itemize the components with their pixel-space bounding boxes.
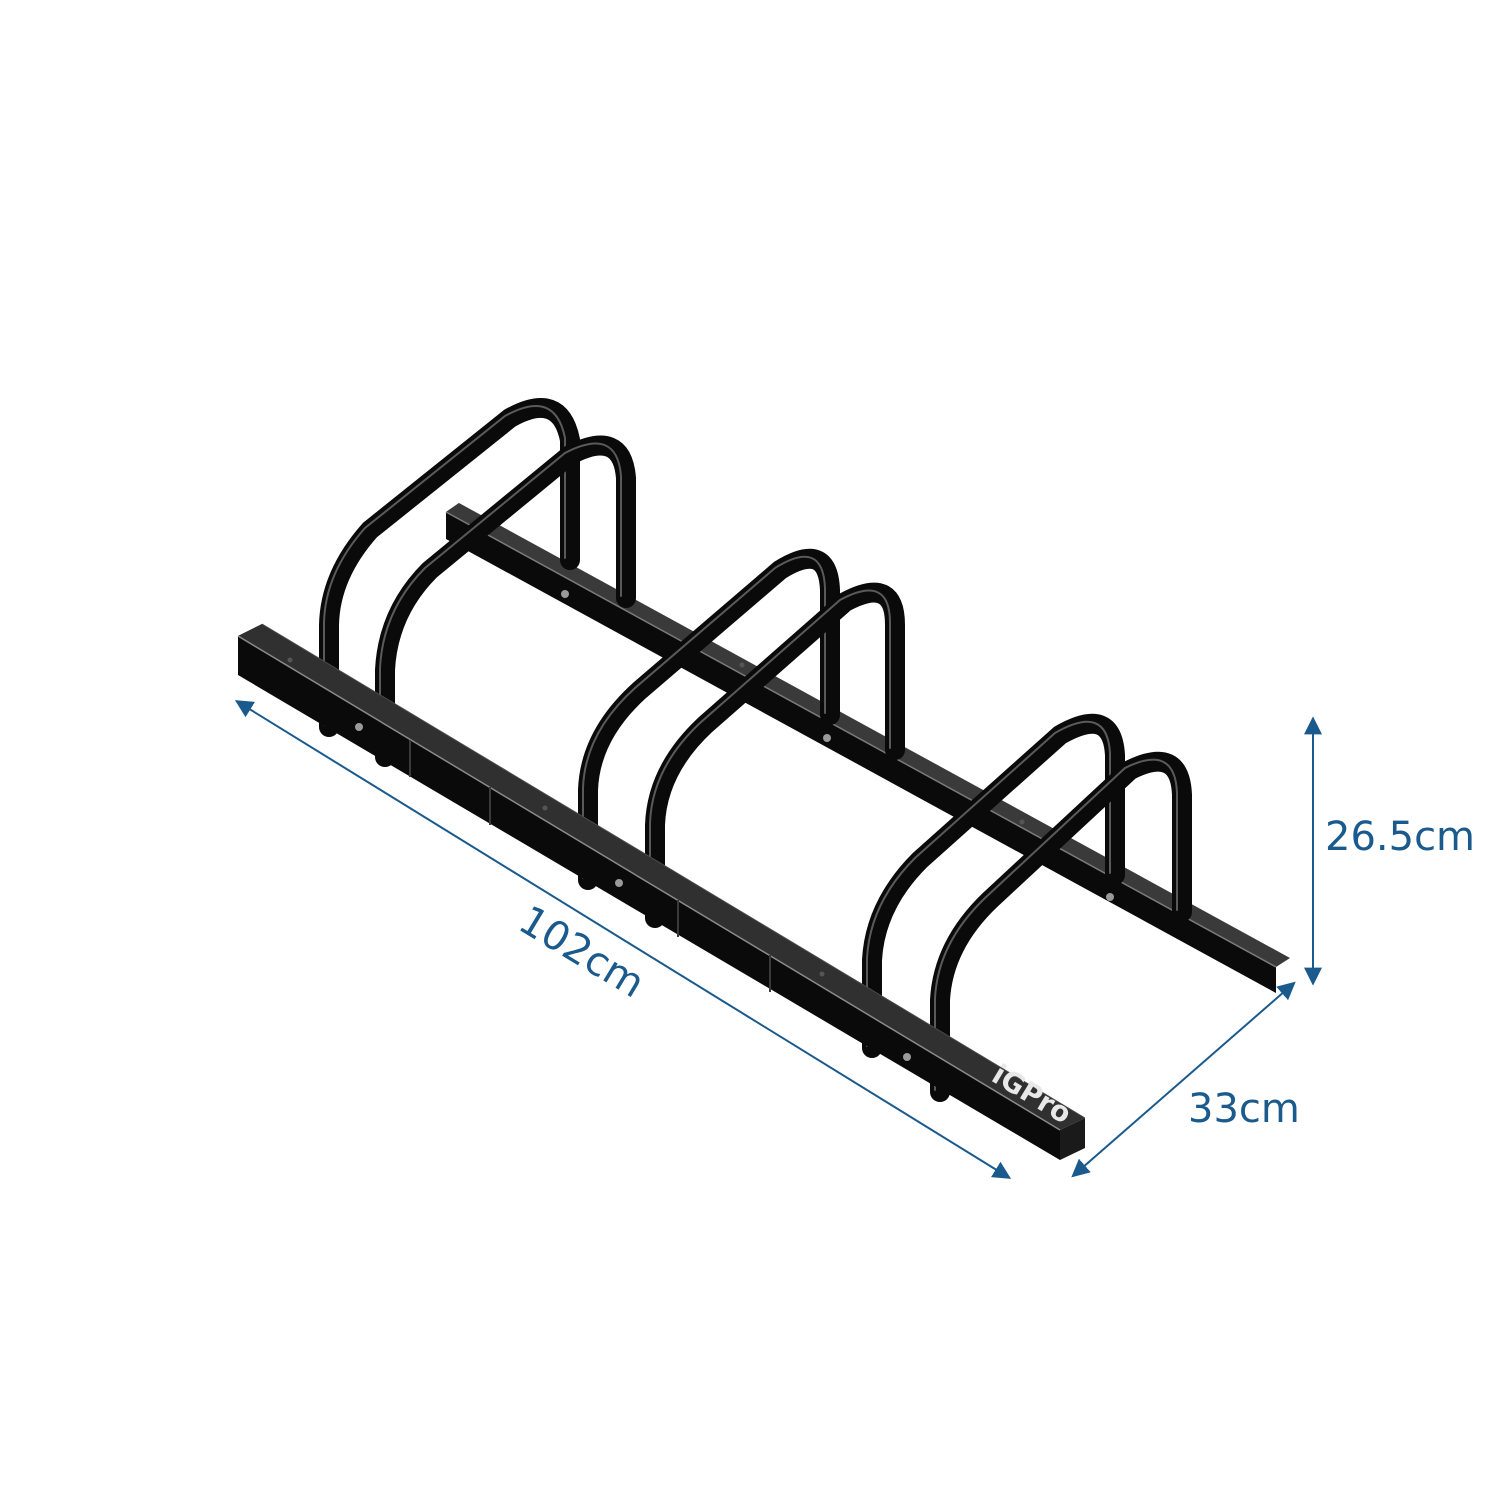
width-arrow [1071,981,1296,1178]
hoop-1a [319,398,580,737]
dimension-height: 26.5cm [1304,716,1475,986]
bolt-icon [823,734,831,742]
width-label: 33cm [1188,1086,1300,1132]
bolt-icon [355,723,363,731]
length-arrow [234,700,1012,1179]
dimension-width: 33cm [1071,981,1300,1178]
bolt-icon [1106,893,1114,901]
bolt-icon [615,879,623,887]
front-rail [237,623,1086,1160]
hoop-pair-1 [319,398,636,767]
bolt-icon [903,1053,911,1061]
height-label: 26.5cm [1325,814,1475,860]
hoop-1b [375,435,636,767]
bolt-icon [561,590,569,598]
